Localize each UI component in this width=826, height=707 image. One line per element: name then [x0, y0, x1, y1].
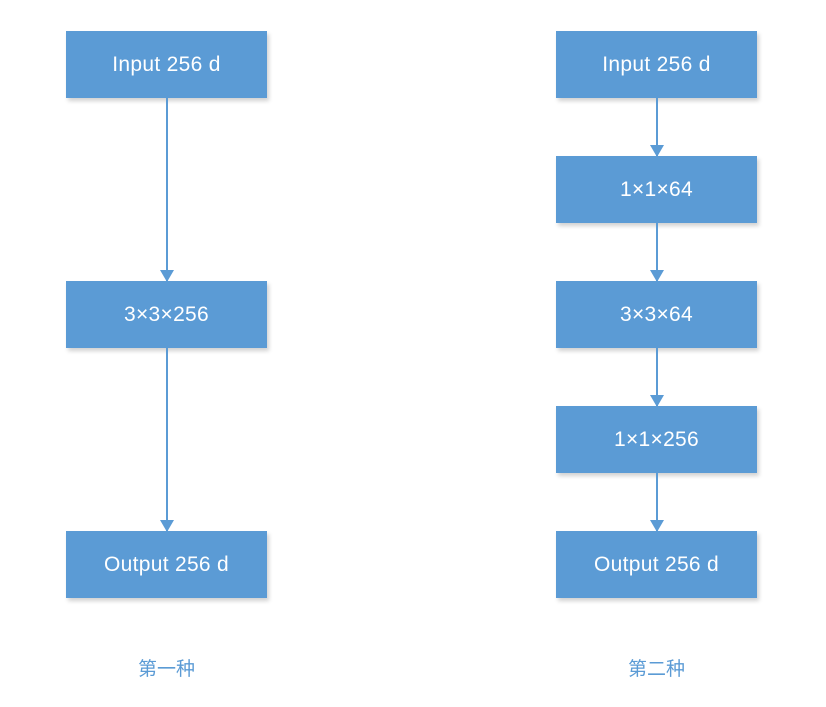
node-right-output-label: Output 256 d — [593, 552, 720, 576]
node-left-conv-3x3x256-label: 3×3×256 — [123, 302, 210, 326]
node-left-output-label: Output 256 d — [103, 552, 230, 576]
node-right-input-label: Input 256 d — [602, 52, 711, 76]
node-right-output: Output 256 d — [556, 531, 757, 598]
node-left-input: Input 256 d — [66, 31, 267, 98]
node-right-conv-1x1x64-label: 1×1×64 — [619, 177, 694, 201]
arrow-down-icon — [655, 348, 658, 406]
node-right-conv-1x1x256: 1×1×256 — [556, 406, 757, 473]
arrow-down-icon — [655, 223, 658, 281]
column-left-caption: 第一种 — [137, 659, 195, 680]
arrow-down-icon — [165, 348, 168, 531]
node-left-input-label: Input 256 d — [112, 52, 221, 76]
node-right-conv-3x3x64-label: 3×3×64 — [619, 302, 694, 326]
node-right-input: Input 256 d — [556, 31, 757, 98]
node-right-conv-3x3x64: 3×3×64 — [556, 281, 757, 348]
column-right-caption: 第二种 — [627, 659, 685, 680]
arrow-down-icon — [655, 98, 658, 156]
node-right-conv-1x1x256-label: 1×1×256 — [613, 427, 700, 451]
arrow-down-icon — [655, 473, 658, 531]
arrow-down-icon — [165, 98, 168, 281]
node-right-conv-1x1x64: 1×1×64 — [556, 156, 757, 223]
node-left-conv-3x3x256: 3×3×256 — [66, 281, 267, 348]
node-left-output: Output 256 d — [66, 531, 267, 598]
